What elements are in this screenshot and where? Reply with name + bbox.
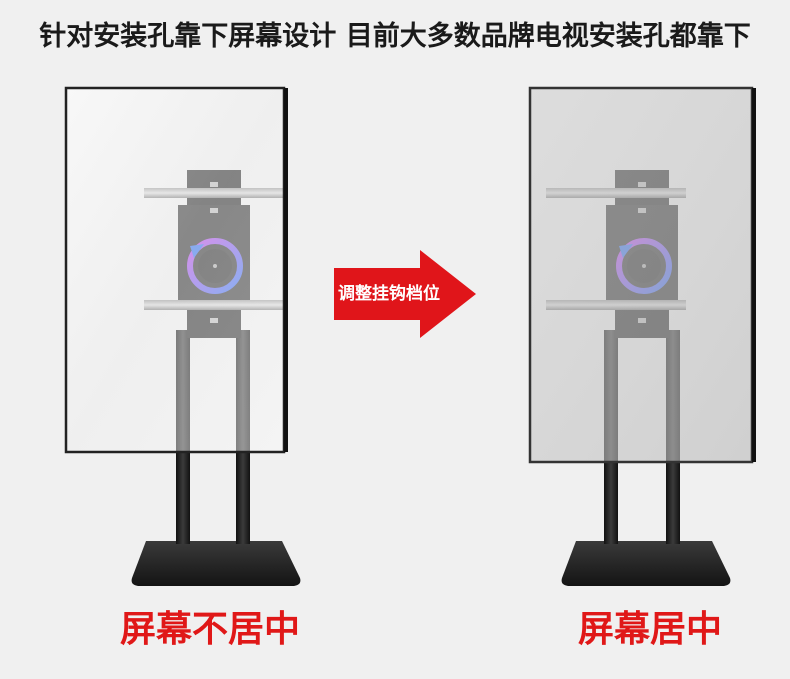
stand-base xyxy=(131,541,301,586)
page-headline: 针对安装孔靠下屏幕设计 目前大多数品牌电视安装孔都靠下 xyxy=(39,21,751,52)
stand-base xyxy=(561,541,731,586)
left-stand xyxy=(64,86,301,586)
left-caption: 屏幕不居中 xyxy=(119,609,300,650)
tv-screen xyxy=(64,86,286,454)
arrow-label: 调整挂钩档位 xyxy=(338,284,440,304)
right-caption: 屏幕居中 xyxy=(577,609,722,650)
tv-screen xyxy=(528,86,754,464)
right-stand xyxy=(528,86,756,586)
right-arrow-icon xyxy=(334,250,476,338)
